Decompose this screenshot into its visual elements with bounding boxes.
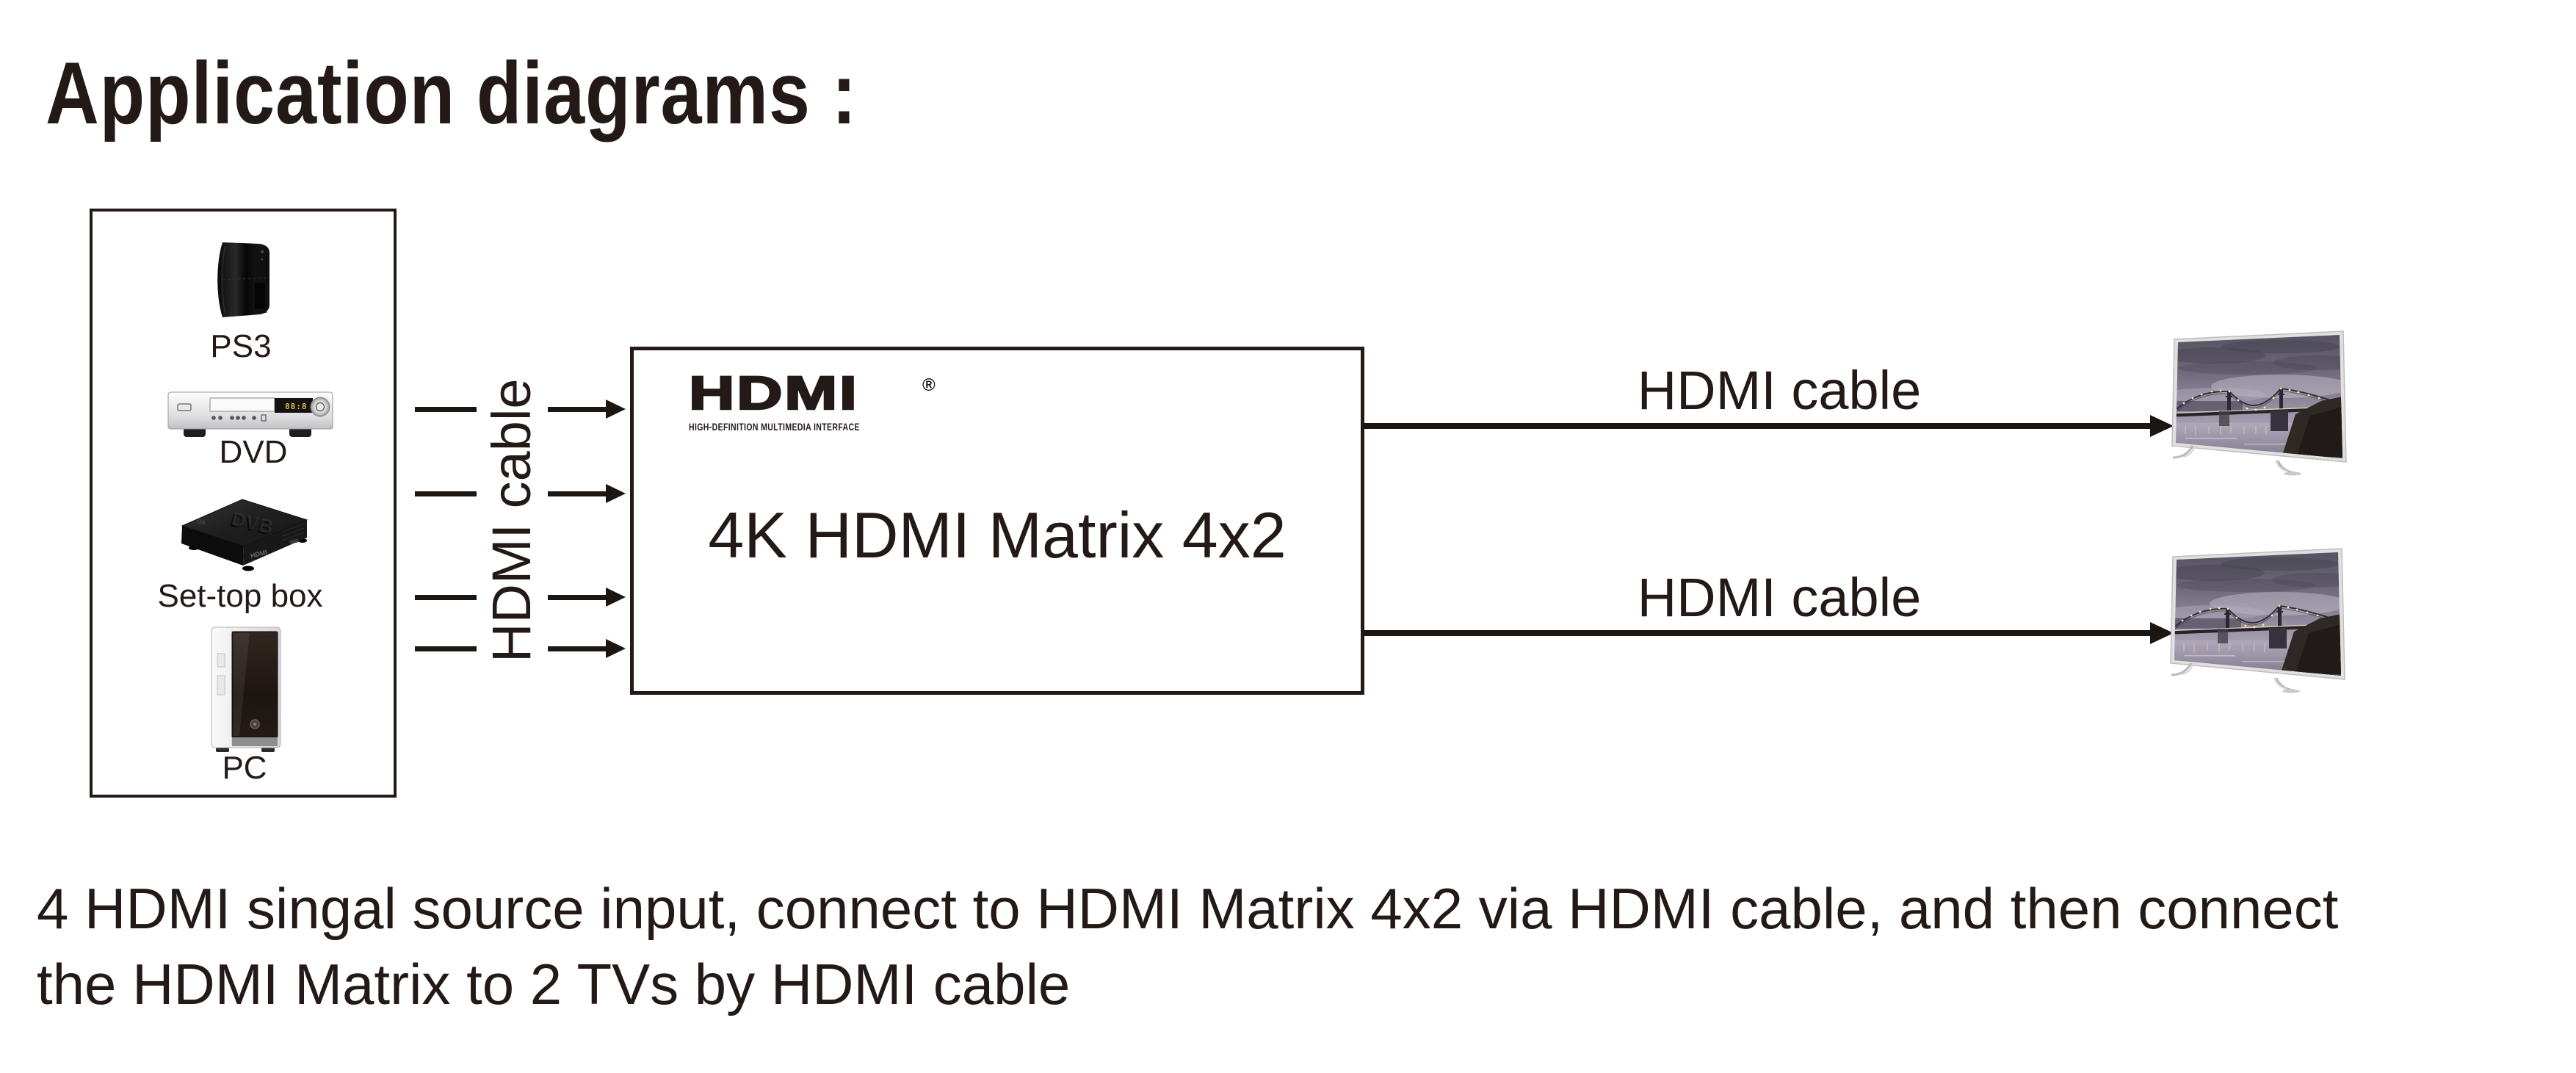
input-arrow-shaft-1: [548, 407, 607, 412]
tv-icon: [2169, 545, 2345, 696]
arrow-right-icon: [2150, 622, 2174, 644]
tv-icon: [2171, 328, 2347, 478]
output-arrow-shaft-2: [1363, 630, 2150, 636]
output-cable-label-2: HDMI cable: [1637, 567, 1922, 628]
registered-trademark-icon: ®: [922, 375, 936, 395]
description-line-2: the HDMI Matrix to 2 TVs by HDMI cable: [37, 952, 1071, 1016]
input-stub-4: [415, 646, 477, 651]
output-cable-label-1: HDMI cable: [1637, 360, 1922, 421]
arrow-right-icon: [606, 484, 626, 503]
input-stub-1: [415, 407, 477, 412]
source-label-ps3: PS3: [210, 328, 272, 364]
dvd-player-icon: 88:8: [167, 391, 333, 437]
ps3-console-icon: [217, 242, 269, 317]
pc-tower-icon: [211, 626, 281, 752]
arrow-right-icon: [2150, 415, 2174, 437]
matrix-name: 4K HDMI Matrix 4x2: [708, 499, 1287, 571]
set-top-box-icon: DVB DVB GX HDMI: [181, 499, 308, 571]
input-cable-label: HDMI cable: [481, 378, 542, 662]
hdmi-matrix-box: HDMI ® HIGH-DEFINITION MULTIMEDIA INTERF…: [630, 347, 1364, 695]
input-arrow-shaft-3: [548, 595, 607, 600]
source-label-dvd: DVD: [219, 434, 288, 470]
page-title: Application diagrams :: [46, 44, 858, 142]
arrow-right-icon: [606, 639, 626, 658]
source-label-pc: PC: [222, 750, 267, 786]
arrow-right-icon: [606, 588, 626, 607]
input-arrow-shaft-2: [548, 491, 607, 496]
description-line-1: 4 HDMI singal source input, connect to H…: [37, 876, 2339, 941]
hdmi-logo-text: HDMI: [687, 366, 859, 419]
svg-text:GX: GX: [197, 518, 207, 526]
arrow-right-icon: [606, 400, 626, 419]
input-arrow-shaft-4: [548, 646, 607, 651]
hdmi-logo-tagline: HIGH-DEFINITION MULTIMEDIA INTERFACE: [689, 421, 860, 433]
output-arrow-shaft-1: [1363, 423, 2150, 429]
input-stub-2: [415, 491, 477, 496]
svg-text:88:8: 88:8: [285, 402, 308, 411]
source-label-set-top-box: Set-top box: [157, 578, 323, 614]
description: 4 HDMI singal source input, connect to H…: [37, 871, 2338, 1022]
hdmi-logo-icon: HDMI ® HIGH-DEFINITION MULTIMEDIA INTERF…: [687, 366, 953, 443]
input-stub-3: [415, 595, 477, 600]
